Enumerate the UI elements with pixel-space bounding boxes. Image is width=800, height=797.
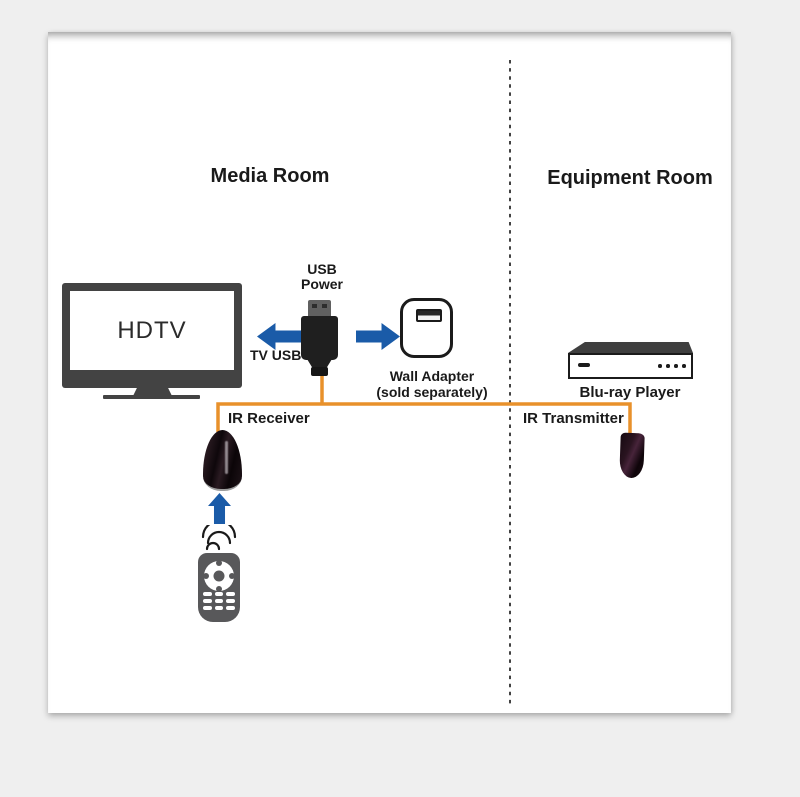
bluray-indicator-dot: [674, 364, 678, 368]
bluray-player-label: Blu-ray Player: [579, 384, 681, 401]
usb-connector-taper: [307, 359, 332, 368]
usb-power-label: USB Power: [300, 261, 344, 292]
media-room-title: Media Room: [210, 165, 330, 187]
bluray-player-top-face: [568, 342, 693, 353]
tv-usb-label: TV USB: [250, 347, 302, 363]
remote-button-grid: [203, 592, 235, 610]
usb-contact-left: [312, 304, 317, 308]
bluray-indicator-dot: [666, 364, 670, 368]
wall-adapter-slot: [416, 309, 442, 322]
hdtv-screen: HDTV: [70, 291, 234, 370]
ir-receiver-label: IR Receiver: [228, 410, 310, 427]
dpad-down-dot: [216, 586, 222, 592]
hdtv-stand-base: [103, 395, 200, 399]
remote-control-icon: [198, 553, 240, 622]
hdtv-stand-neck: [133, 388, 172, 396]
wall-adapter-icon: [400, 298, 453, 358]
dpad-up-dot: [216, 560, 222, 566]
bluray-disc-slot: [578, 363, 590, 367]
ir-transmitter-label: IR Transmitter: [523, 410, 624, 427]
usb-connector-metal-tip: [308, 300, 331, 317]
hdtv-icon: HDTV: [62, 283, 242, 388]
usb-connector-icon: [301, 316, 338, 360]
dpad-left-dot: [203, 573, 209, 579]
diagram-card: Media Room Equipment Room HDTV USB Power…: [48, 32, 731, 713]
ir-wire: [216, 402, 632, 435]
bluray-indicator-dot: [658, 364, 662, 368]
signal-waves-icon: [201, 525, 237, 551]
hdtv-label: HDTV: [117, 316, 187, 344]
usb-cable-collar: [311, 367, 328, 376]
usb-contact-right: [322, 304, 327, 308]
wall-adapter-label: Wall Adapter (sold separately): [376, 368, 488, 400]
dpad-center-dot: [213, 570, 225, 582]
dpad-right-dot: [229, 573, 235, 579]
equipment-room-title: Equipment Room: [547, 167, 713, 189]
wiring-layer: [216, 60, 632, 708]
remote-dpad: [203, 560, 235, 592]
bluray-indicator-dot: [682, 364, 686, 368]
bluray-player-icon: [568, 353, 693, 379]
ir-receiver-highlight: [224, 440, 228, 474]
